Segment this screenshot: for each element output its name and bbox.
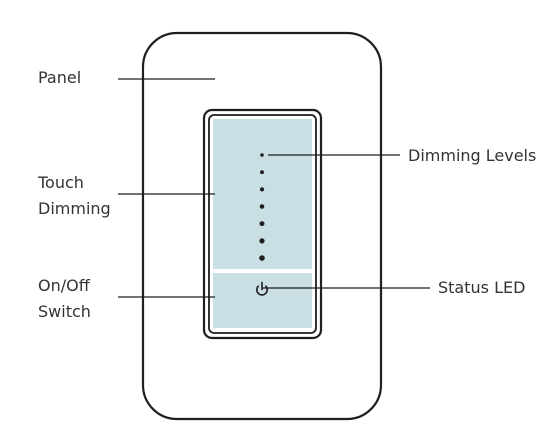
dimming-level-dot-2: [260, 170, 264, 175]
dimming-level-dot-6: [259, 238, 265, 244]
on-off-switch-area[interactable]: [213, 273, 312, 328]
label-panel: Panel: [38, 68, 82, 87]
label-dimming-levels: Dimming Levels: [408, 146, 537, 165]
divider: [213, 269, 312, 273]
label-on-off-switch: On/Off Switch: [38, 276, 91, 321]
dimming-level-dot-7: [259, 255, 265, 261]
dimming-level-dot-5: [259, 221, 265, 227]
label-touch-dimming: Touch Dimming: [38, 173, 111, 218]
touch-dimming-area[interactable]: [213, 119, 312, 269]
dimming-level-dot-3: [259, 187, 265, 192]
dimming-level-dot-4: [259, 204, 265, 209]
label-status-led: Status LED: [438, 278, 526, 297]
dimming-levels-dots: [259, 153, 265, 261]
dimming-level-dot-1: [260, 153, 264, 157]
